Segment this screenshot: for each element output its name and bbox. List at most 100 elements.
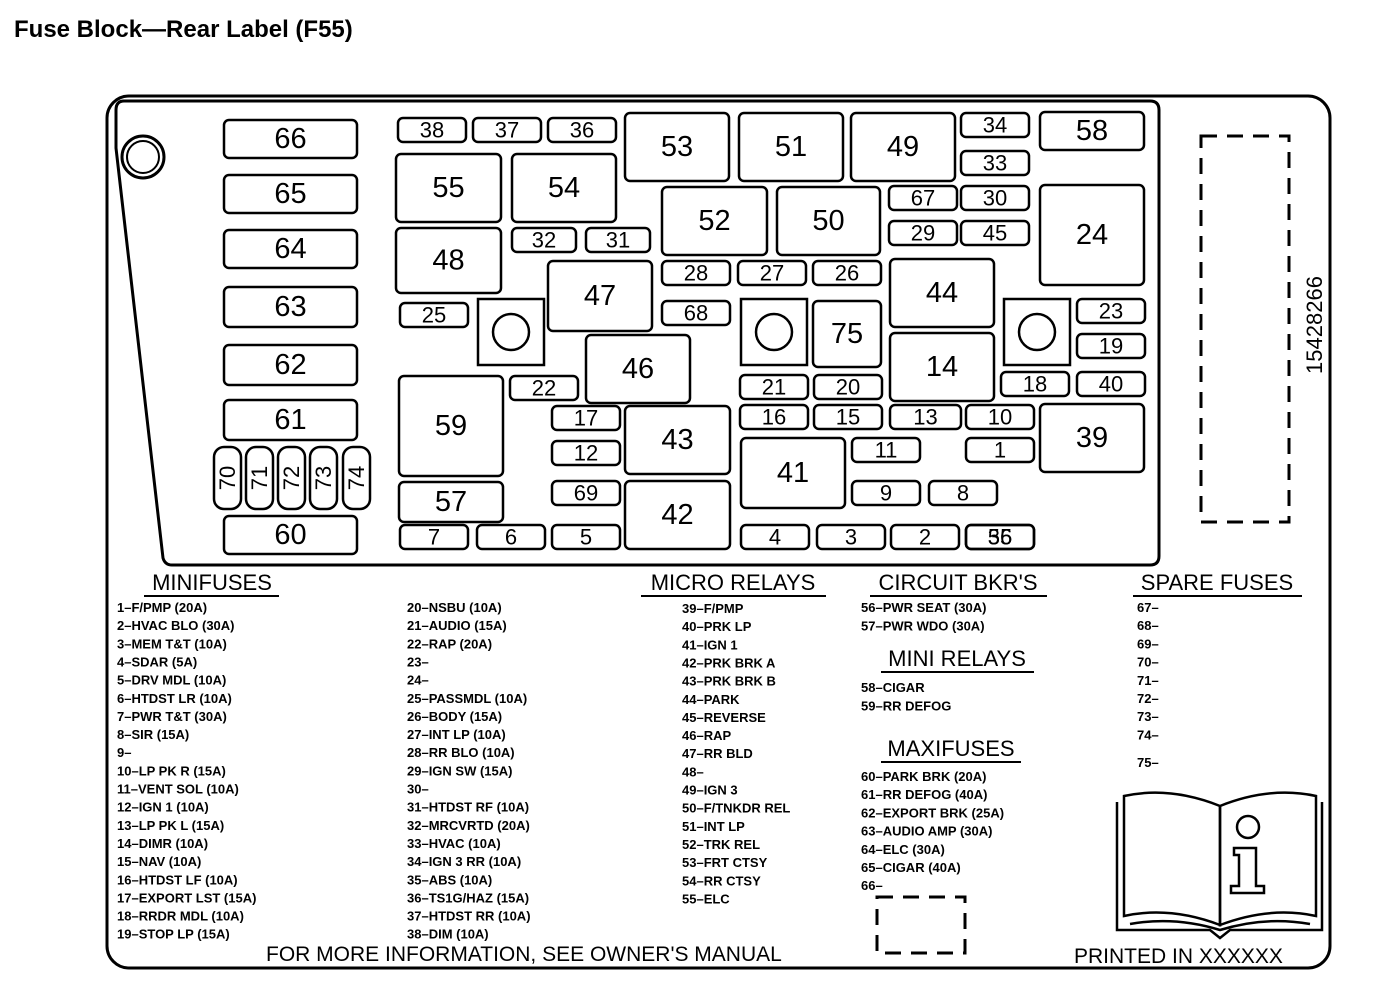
fuse-outline	[660, 259, 732, 287]
minifuse-item: 9–	[117, 745, 131, 760]
fuse-outline	[737, 111, 845, 183]
fuse-number: 72	[279, 466, 304, 490]
fuse-number: 55	[432, 172, 464, 204]
fuse-slot-7: 7	[398, 523, 470, 551]
micro-relay-item: 46–RAP	[682, 728, 731, 743]
fuse-number: 28	[684, 261, 708, 286]
fuse-outline	[397, 374, 505, 478]
micro-relay-item: 40–PRK LP	[682, 619, 752, 634]
spare-fuse-item: 69–	[1137, 636, 1159, 651]
micro-relay-item: 39–F/PMP	[682, 601, 744, 616]
fuse-slot-61: 61	[222, 398, 359, 442]
fuse-outline	[888, 403, 963, 431]
mounting-hole	[120, 134, 166, 180]
fuse-number: 27	[760, 261, 784, 286]
fuse-number: 59	[435, 410, 467, 442]
fuse-outline	[623, 404, 732, 476]
minifuse-item: 35–ABS (10A)	[407, 872, 492, 887]
fuse-slot-14: 14	[888, 331, 996, 403]
fuse-outline	[739, 436, 847, 510]
fuse-slot-51: 51	[737, 111, 845, 183]
fuse-slot-66: 66	[222, 118, 359, 160]
fuse-number: 7	[428, 525, 440, 550]
footer-info: FOR MORE INFORMATION, SEE OWNER'S MANUAL	[266, 943, 782, 966]
spare-fuse-item: 67–	[1137, 600, 1159, 615]
maxifuse-item: 65–CIGAR (40A)	[861, 860, 961, 875]
fuse-slot-17: 17	[550, 404, 622, 432]
minifuse-item: 29–IGN SW (15A)	[407, 763, 512, 778]
fuse-slot-74: 74	[341, 445, 372, 511]
fuse-number: 38	[420, 118, 444, 143]
fuse-number: 57	[435, 486, 467, 518]
micro-relay-item: 47–RR BLD	[682, 746, 753, 761]
minifuses-heading: MINIFUSES	[152, 570, 272, 595]
fuse-outline	[222, 514, 359, 556]
minifuse-item: 2–HVAC BLO (30A)	[117, 618, 235, 633]
fuse-slot-22: 22	[508, 374, 580, 402]
minifuse-item: 34–IGN 3 RR (10A)	[407, 854, 521, 869]
fuse-slot-60: 60	[222, 514, 359, 556]
fuse-number: 62	[274, 349, 306, 381]
minifuse-item: 32–MRCVRTD (20A)	[407, 818, 530, 833]
fuse-number: 9	[880, 481, 892, 506]
fuse-slot-52: 52	[660, 185, 769, 257]
fuse-number: 21	[762, 375, 786, 400]
fuse-slot-27: 27	[736, 259, 808, 287]
fuse-slot-55: 55	[394, 152, 503, 224]
fuse-outline	[959, 219, 1031, 247]
fuse-outline	[398, 301, 470, 329]
fuse-number: 47	[584, 280, 616, 312]
spare-fuse-item: 68–	[1137, 618, 1159, 633]
minifuse-item: 3–MEM T&T (10A)	[117, 636, 227, 651]
fuse-outline	[398, 523, 470, 551]
fuse-number: 31	[606, 228, 630, 253]
fuse-outline	[222, 343, 359, 387]
fuse-outline	[660, 299, 732, 327]
minifuse-item: 11–VENT SOL (10A)	[117, 782, 239, 797]
fuse-outline	[850, 479, 922, 507]
fuse-number: 22	[532, 376, 556, 401]
fuse-outline	[546, 116, 618, 144]
minifuse-item: 14–DIMR (10A)	[117, 836, 208, 851]
fuse-outline	[739, 523, 811, 551]
fuse-outline	[550, 523, 622, 551]
fuse-outline	[888, 257, 996, 329]
minifuse-item: 4–SDAR (5A)	[117, 654, 197, 669]
minifuse-item: 18–RRDR MDL (10A)	[117, 909, 244, 924]
fuse-slot-9: 9	[850, 479, 922, 507]
minifuse-item: 15–NAV (10A)	[117, 854, 201, 869]
fuse-outline	[959, 149, 1031, 177]
fuse-number: 36	[570, 118, 594, 143]
micro-relay-item: 45–REVERSE	[682, 710, 766, 725]
page-title: Fuse Block—Rear Label (F55)	[14, 16, 353, 43]
fuse-slot-56: 56	[964, 523, 1036, 551]
fuse-number: 19	[1099, 334, 1123, 359]
maxifuses-heading: MAXIFUSES	[887, 736, 1014, 761]
fuse-slot-30: 30	[959, 184, 1031, 212]
micro-relay-item: 53–FRT CTSY	[682, 855, 768, 870]
fuse-outline	[1038, 402, 1146, 474]
fuse-slot-43: 43	[623, 404, 732, 476]
fuse-outline	[1075, 297, 1147, 325]
minifuse-item: 25–PASSMDL (10A)	[407, 691, 527, 706]
fuse-number: 33	[983, 151, 1007, 176]
minifuse-item: 17–EXPORT LST (15A)	[117, 890, 256, 905]
fuse-number: 23	[1099, 299, 1123, 324]
fuse-slot-28: 28	[660, 259, 732, 287]
minifuse-item: 38–DIM (10A)	[407, 927, 489, 942]
fuse-slot-54: 54	[510, 152, 618, 224]
fuse-outline	[999, 370, 1071, 398]
micro-relay-item: 44–PARK	[682, 692, 740, 707]
fuse-number: 18	[1023, 372, 1047, 397]
fuse-number: 45	[983, 221, 1007, 246]
fuse-outline	[397, 480, 505, 524]
fuse-slot-31: 31	[584, 226, 652, 254]
fuse-slot-67: 67	[887, 184, 959, 212]
fuse-number: 42	[661, 499, 693, 531]
fuse-slot-50: 50	[775, 185, 882, 257]
minifuse-item: 10–LP PK R (15A)	[117, 763, 226, 778]
minifuse-item: 24–	[407, 673, 429, 688]
fuse-slot-6: 6	[475, 523, 547, 551]
fuse-outline	[811, 259, 883, 287]
